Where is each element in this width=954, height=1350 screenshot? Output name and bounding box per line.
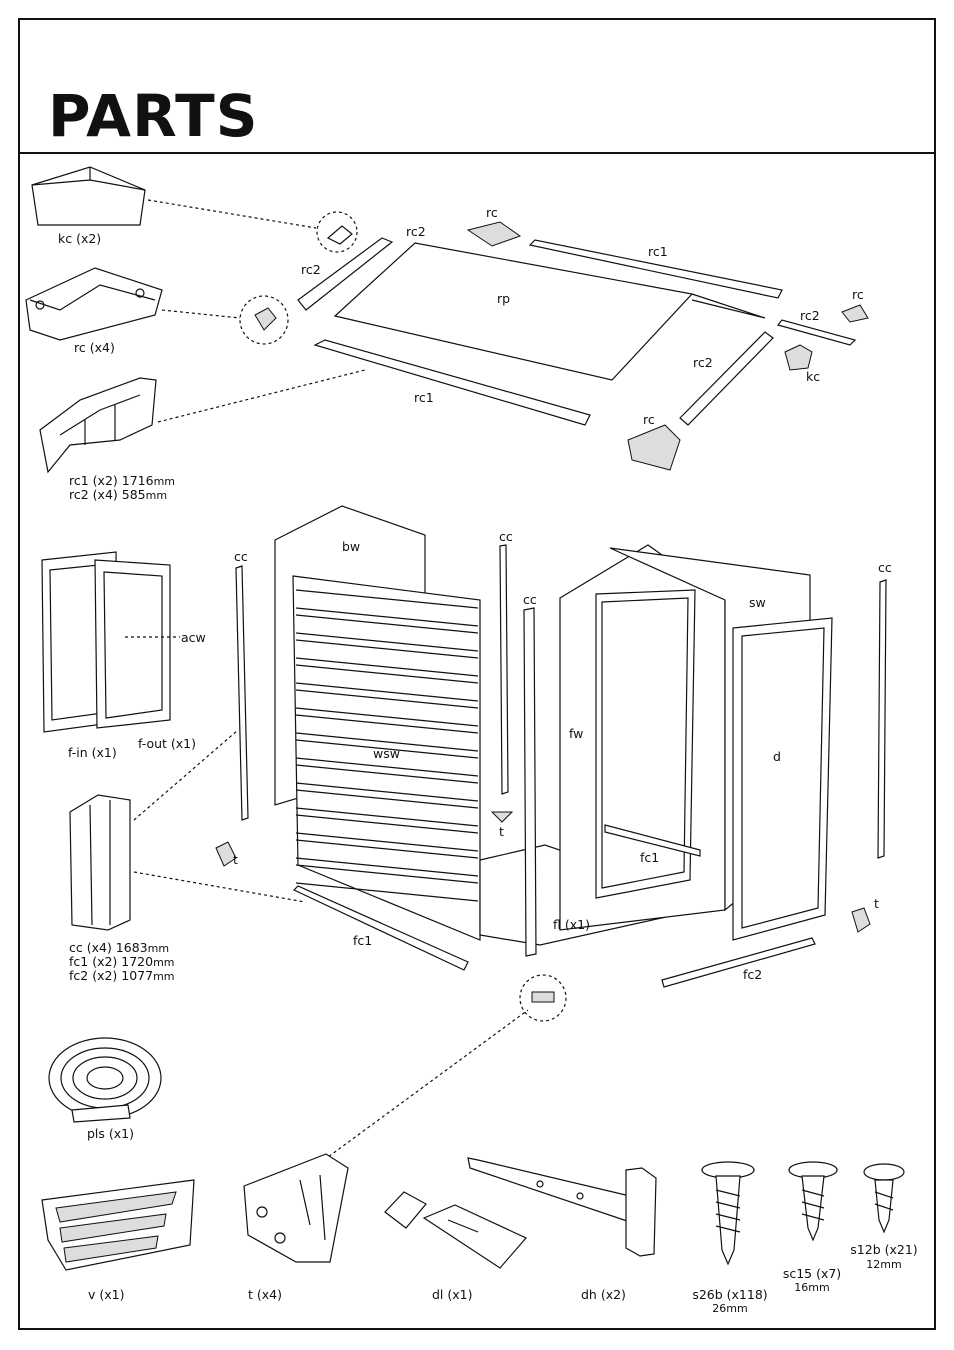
side-wall-wsw bbox=[292, 575, 481, 941]
rc-profile-icon bbox=[39, 377, 157, 474]
label-cc-3: cc bbox=[523, 592, 537, 607]
label-rc2-top: rc2 bbox=[406, 224, 426, 239]
label-fc2-x2: fc2 (x2) 1077mm bbox=[69, 968, 175, 984]
label-t-1: t bbox=[499, 824, 504, 839]
pls-seal-icon bbox=[48, 1037, 162, 1123]
door-d bbox=[732, 617, 833, 941]
label-t-3: t bbox=[874, 896, 879, 911]
label-kc: kc bbox=[806, 369, 821, 384]
label-d: d bbox=[773, 749, 781, 764]
label-cc-2: cc bbox=[234, 549, 248, 564]
page-frame: PARTS bbox=[18, 18, 936, 1330]
page-title: PARTS bbox=[48, 82, 259, 150]
label-kc-x2: kc (x2) bbox=[58, 231, 102, 246]
label-fc1-1: fc1 bbox=[640, 850, 660, 865]
label-acw: acw bbox=[181, 630, 206, 645]
label-rc-top: rc bbox=[486, 205, 498, 220]
label-wsw: wsw bbox=[373, 746, 400, 761]
label-t-2: t bbox=[233, 852, 238, 867]
label-rp: rp bbox=[497, 291, 511, 306]
label-rc2-mid: rc2 bbox=[693, 355, 713, 370]
label-f-out: f-out (x1) bbox=[138, 736, 197, 751]
label-s12b-length: 12mm bbox=[866, 1258, 902, 1271]
label-cc-4: cc bbox=[878, 560, 892, 575]
screw-sc15-icon bbox=[788, 1161, 838, 1242]
label-cc-1: cc bbox=[499, 529, 513, 544]
wall-slat bbox=[295, 614, 479, 652]
label-fc1-x2: fc1 (x2) 1720mm bbox=[69, 954, 175, 970]
wall-slat bbox=[295, 639, 479, 677]
label-s26b: s26b (x118) bbox=[692, 1287, 768, 1302]
t-clip-large-icon bbox=[243, 1153, 349, 1263]
label-t-x4: t (x4) bbox=[248, 1287, 282, 1302]
label-rc2-right: rc2 bbox=[800, 308, 820, 323]
door-hinge-dh-icon bbox=[467, 1157, 657, 1257]
label-sw: sw bbox=[749, 595, 766, 610]
label-dl: dl (x1) bbox=[432, 1287, 473, 1302]
label-cc-x4: cc (x4) 1683mm bbox=[69, 940, 170, 956]
label-pls: pls (x1) bbox=[87, 1126, 134, 1141]
wall-slat bbox=[295, 589, 479, 627]
kc-part-icon bbox=[31, 166, 146, 226]
label-fc2: fc2 bbox=[743, 967, 763, 982]
label-fl-x1: fl (x1) bbox=[553, 917, 590, 932]
label-dh: dh (x2) bbox=[581, 1287, 626, 1302]
title-bar: PARTS bbox=[20, 20, 934, 154]
label-s26b-length: 26mm bbox=[712, 1302, 748, 1315]
label-fw: fw bbox=[569, 726, 584, 741]
label-sc15: sc15 (x7) bbox=[782, 1266, 842, 1281]
screw-s12b-icon bbox=[863, 1163, 905, 1234]
roof-panel-rp bbox=[333, 242, 766, 381]
wall-slat bbox=[295, 864, 479, 902]
label-rc-bottom: rc bbox=[643, 412, 655, 427]
wall-slat bbox=[295, 764, 479, 802]
wall-slat bbox=[295, 714, 479, 752]
window-frame-acw bbox=[41, 551, 171, 733]
label-rc2-left: rc2 bbox=[301, 262, 321, 277]
label-rc1-bottom: rc1 bbox=[414, 390, 434, 405]
wall-slat bbox=[295, 814, 479, 852]
label-rc2-x4: rc2 (x4) 585mm bbox=[69, 487, 168, 503]
label-v: v (x1) bbox=[88, 1287, 125, 1302]
label-fc1-2: fc1 bbox=[353, 933, 373, 948]
label-sc15-length: 16mm bbox=[794, 1281, 830, 1294]
screw-s26b-icon bbox=[701, 1161, 755, 1266]
label-rc-x4: rc (x4) bbox=[74, 340, 115, 355]
wall-slat bbox=[295, 739, 479, 777]
door-latch-dl-icon bbox=[384, 1191, 527, 1269]
label-rc1-x2: rc1 (x2) 1716mm bbox=[69, 473, 175, 489]
front-wall-fw bbox=[559, 544, 726, 931]
label-bw: bw bbox=[342, 539, 361, 554]
label-s12b: s12b (x21) bbox=[850, 1242, 918, 1257]
wall-slat bbox=[295, 789, 479, 827]
label-rc-right: rc bbox=[852, 287, 864, 302]
vent-v-icon bbox=[41, 1179, 195, 1271]
wall-slat bbox=[295, 839, 479, 877]
label-f-in: f-in (x1) bbox=[68, 745, 117, 760]
wall-slat bbox=[295, 664, 479, 702]
label-rc1-top: rc1 bbox=[648, 244, 668, 259]
rc-part-icon bbox=[25, 267, 163, 341]
cc-profile-icon bbox=[69, 794, 131, 931]
wall-slat bbox=[295, 689, 479, 727]
